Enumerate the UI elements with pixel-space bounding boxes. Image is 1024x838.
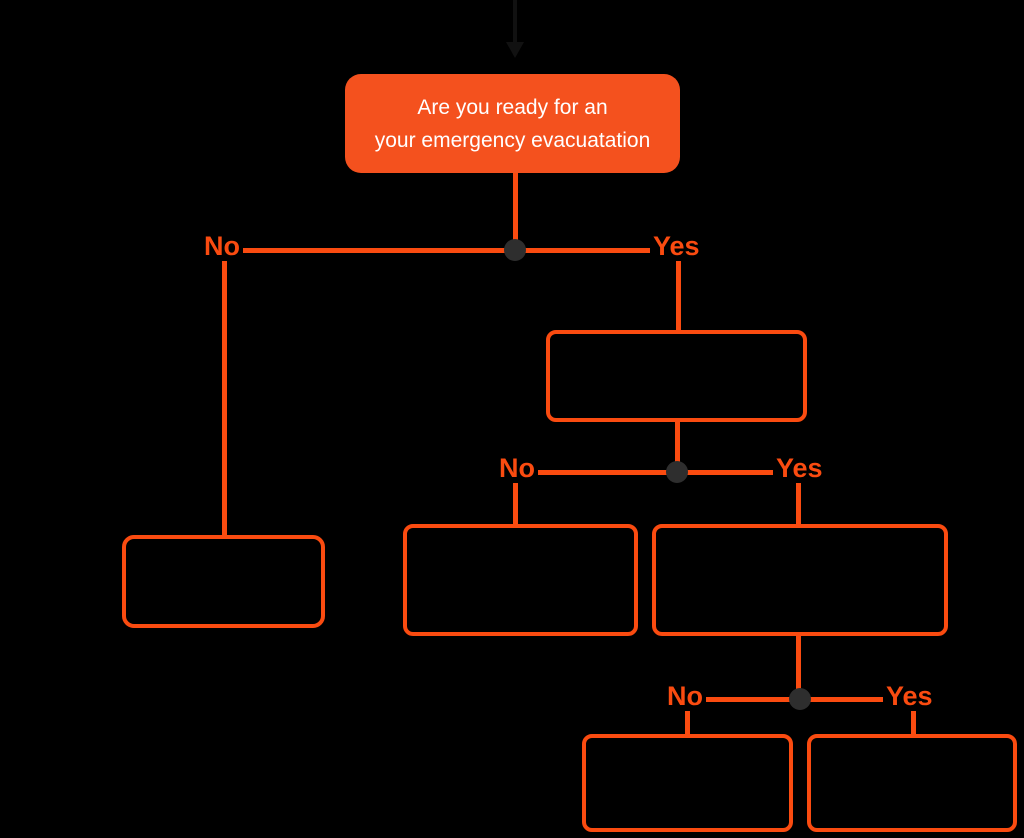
edge-label-yes-level1: Yes bbox=[650, 231, 703, 261]
node-level1-no-outcome bbox=[122, 535, 325, 628]
connector-root-to-junction1 bbox=[513, 173, 518, 252]
branch2-yes-vertical-line bbox=[796, 470, 801, 526]
node-level3-question bbox=[652, 524, 948, 636]
connector-level2-to-junction2 bbox=[675, 422, 680, 475]
edge-label-yes-level3: Yes bbox=[883, 681, 936, 711]
junction1-horizontal-line bbox=[222, 248, 680, 253]
root-question-line1: Are you ready for an bbox=[417, 95, 608, 119]
branch2-no-vertical-line bbox=[513, 470, 518, 526]
node-level3-yes-outcome bbox=[807, 734, 1017, 832]
branch1-yes-vertical-line bbox=[676, 248, 681, 332]
down-arrow-icon bbox=[506, 42, 524, 58]
junction2-dot-icon bbox=[666, 461, 688, 483]
node-level2-no-outcome bbox=[403, 524, 638, 636]
root-question-line2: your emergency evacuatation bbox=[374, 128, 651, 152]
junction2-horizontal-line bbox=[513, 470, 800, 475]
edge-label-no-level3: No bbox=[664, 681, 706, 711]
root-question-node: Are you ready for an your emergency evac… bbox=[345, 74, 680, 173]
incoming-arrow-line bbox=[513, 0, 517, 44]
branch3-yes-vertical-line bbox=[911, 697, 916, 736]
edge-label-no-level1: No bbox=[201, 231, 243, 261]
node-level2-question bbox=[546, 330, 807, 422]
junction3-dot-icon bbox=[789, 688, 811, 710]
edge-label-yes-level2: Yes bbox=[773, 453, 826, 483]
junction1-dot-icon bbox=[504, 239, 526, 261]
branch1-no-vertical-line bbox=[222, 248, 227, 537]
edge-label-no-level2: No bbox=[496, 453, 538, 483]
connector-level3-to-junction3 bbox=[796, 636, 801, 702]
branch3-no-vertical-line bbox=[685, 697, 690, 736]
node-level3-no-outcome bbox=[582, 734, 793, 832]
